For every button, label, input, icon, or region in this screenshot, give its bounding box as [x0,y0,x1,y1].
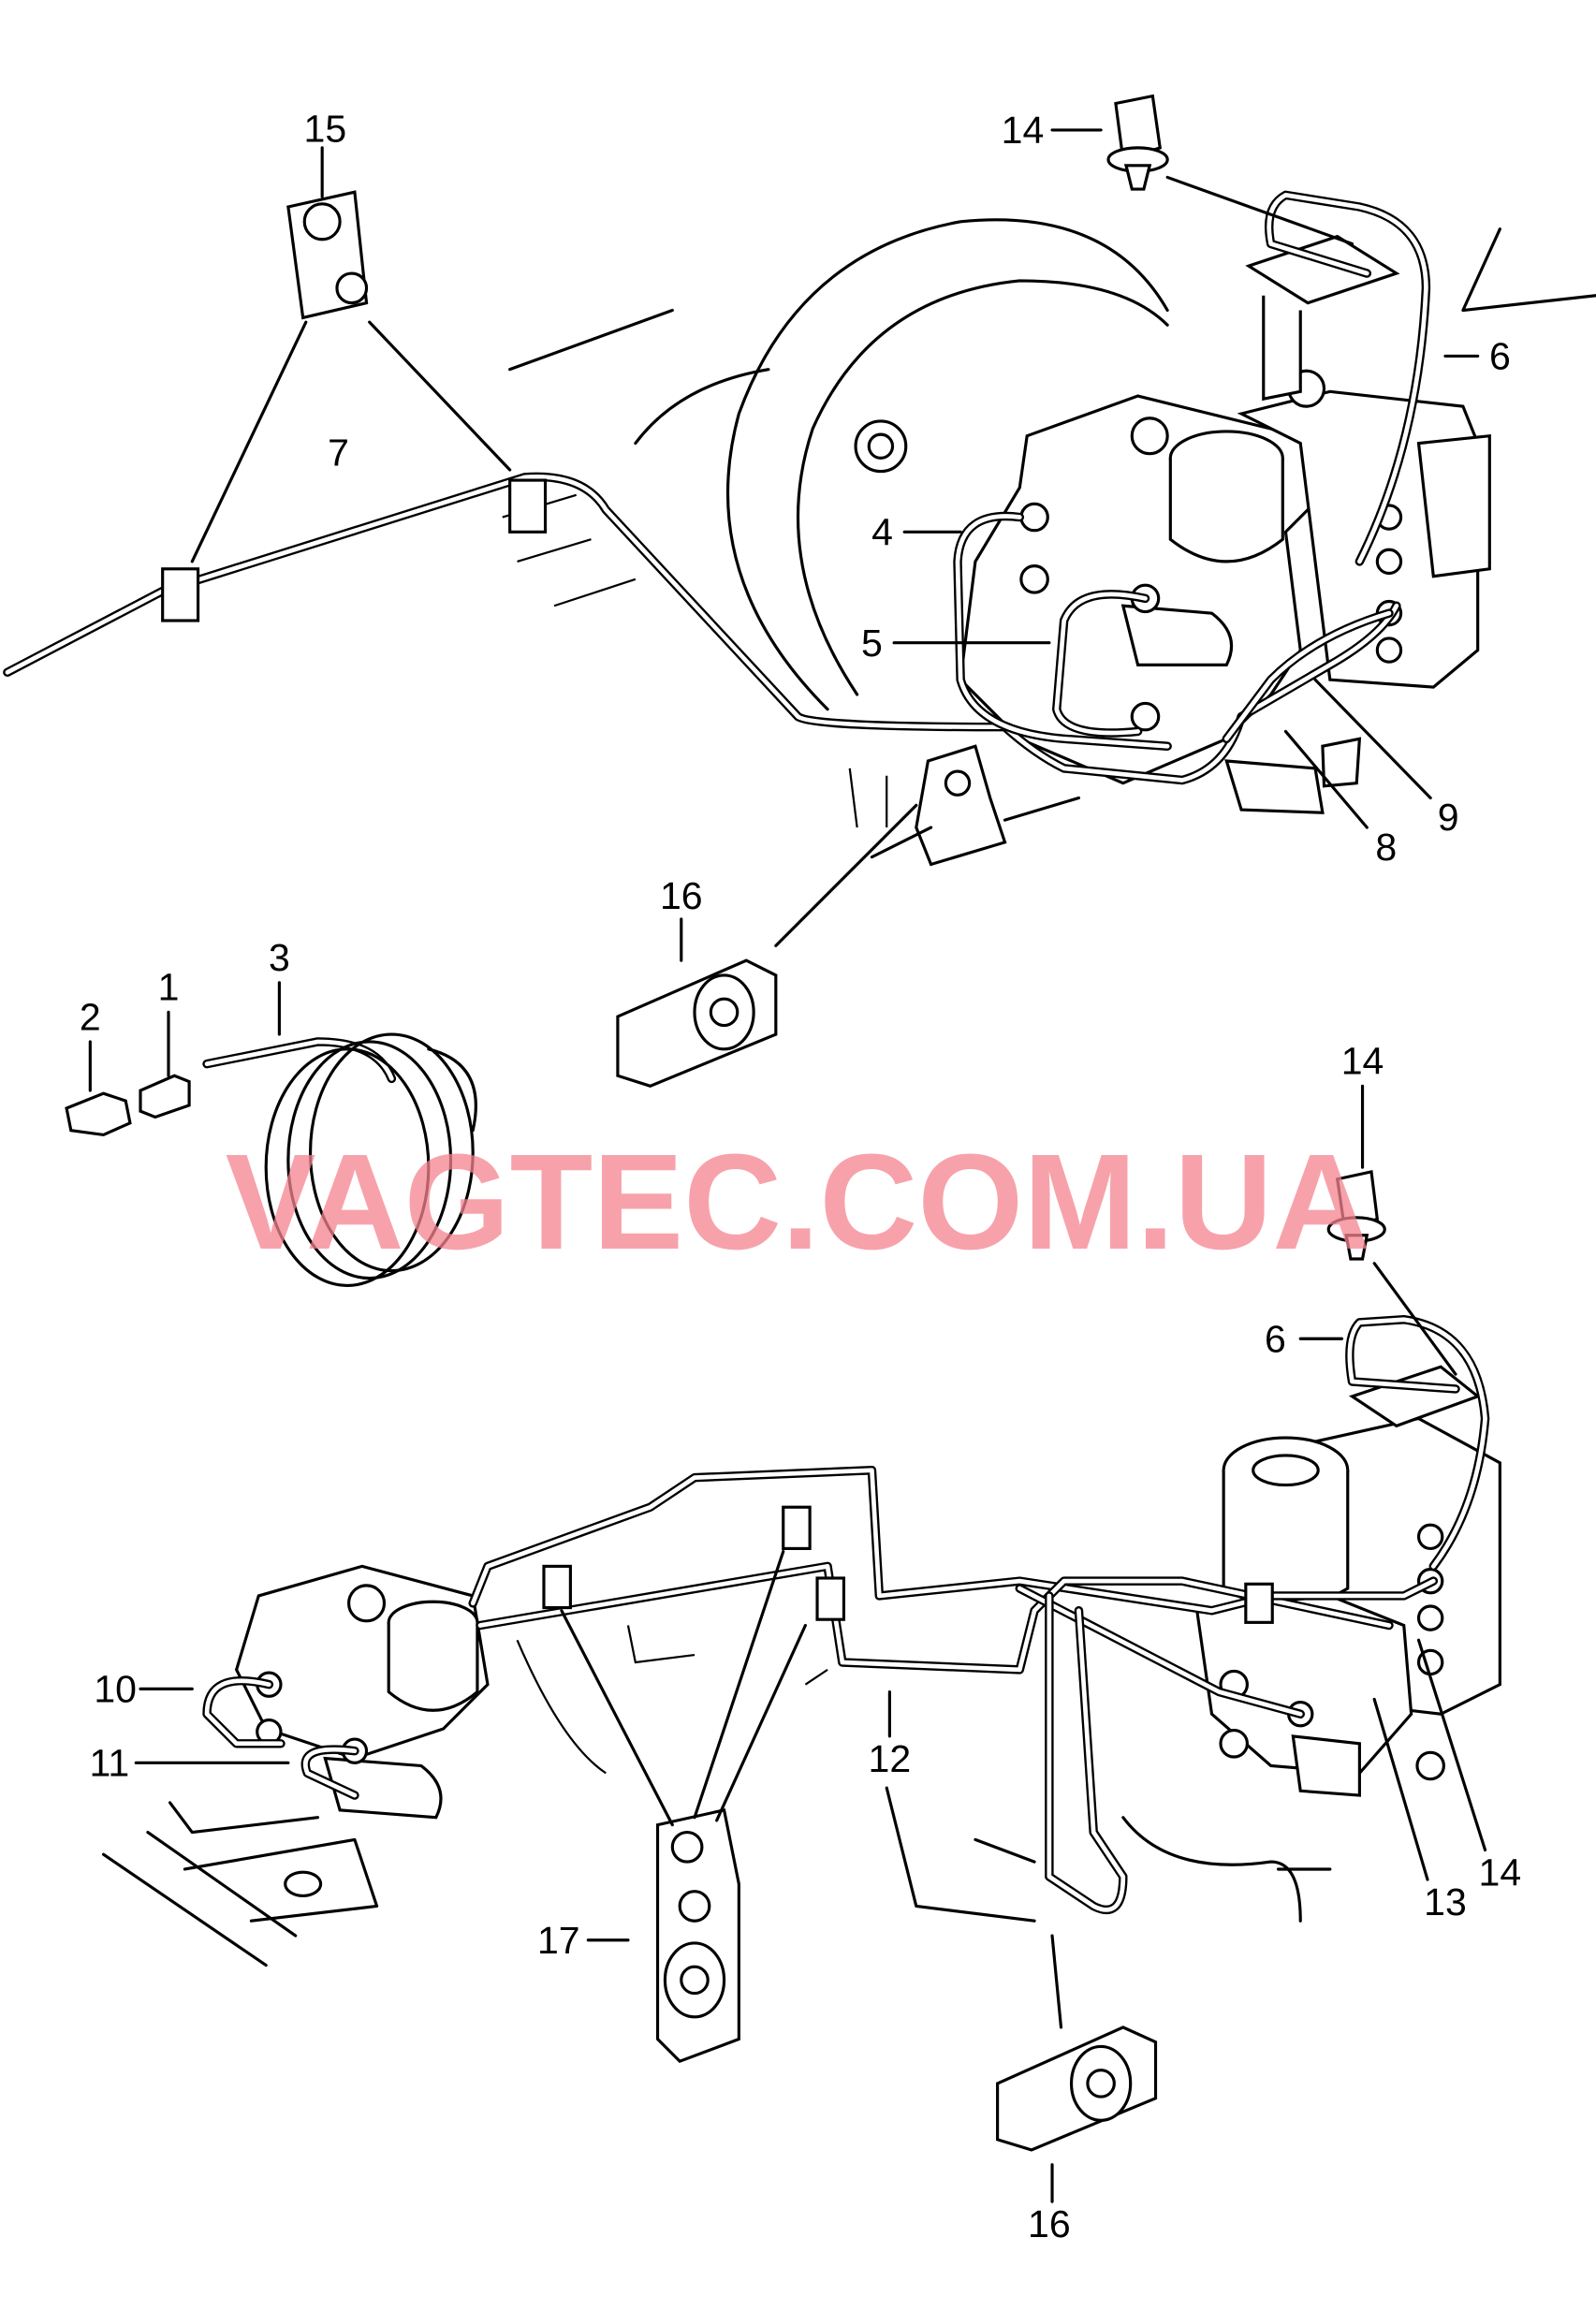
callout-15: 15 [304,108,347,151]
top-assembly [3,190,1596,867]
part-14-fastener-top [1106,94,1169,191]
part-2-union [65,1091,132,1137]
pipe-clip [815,1576,846,1621]
pipe-clip [508,478,548,534]
callout-11: 11 [90,1742,130,1785]
pipe-clip [1244,1582,1274,1624]
pipe-clip [161,567,200,622]
callout-1: 1 [158,966,180,1009]
watermark: VAGTEC.COM.UA [226,1126,1371,1278]
callout-14: 14 [1341,1040,1384,1083]
callout-9: 9 [1438,796,1459,839]
callout-4: 4 [871,511,893,554]
brake-booster [725,218,1169,711]
callout-8: 8 [1375,826,1397,869]
master-cylinder-bottom [234,1564,490,1820]
callout-2: 2 [80,995,101,1038]
callout-16: 16 [1028,2202,1071,2245]
callout-5: 5 [861,622,883,665]
part-1-union [139,1074,191,1119]
callout-6: 6 [1265,1317,1286,1360]
part-14-fastener-mid [1326,1169,1386,1261]
callout-3: 3 [269,936,290,979]
callout-14: 14 [1479,1850,1522,1894]
part-16-clip-bottom [996,2026,1158,2152]
callout-12: 12 [869,1737,912,1780]
callout-10: 10 [94,1668,137,1711]
callout-17: 17 [537,1919,580,1962]
callout-6: 6 [1489,335,1511,378]
abs-hydraulic-unit-bottom [1194,1416,1501,1797]
part-17-clip [655,1807,740,2064]
pipe-clip [782,1505,812,1550]
part-3-brake-pipe-coil [202,1032,477,1287]
callout-7: 7 [328,431,349,474]
callout-16: 16 [660,874,703,917]
callout-13: 13 [1424,1880,1467,1923]
bottom-assembly [101,1314,1501,1967]
pipe-clip [542,1564,572,1610]
part-16-clip-top [616,958,778,1088]
part-15-clip [286,190,369,320]
abs-hydraulic-unit-top [959,369,1491,814]
callout-14: 14 [1002,109,1045,152]
